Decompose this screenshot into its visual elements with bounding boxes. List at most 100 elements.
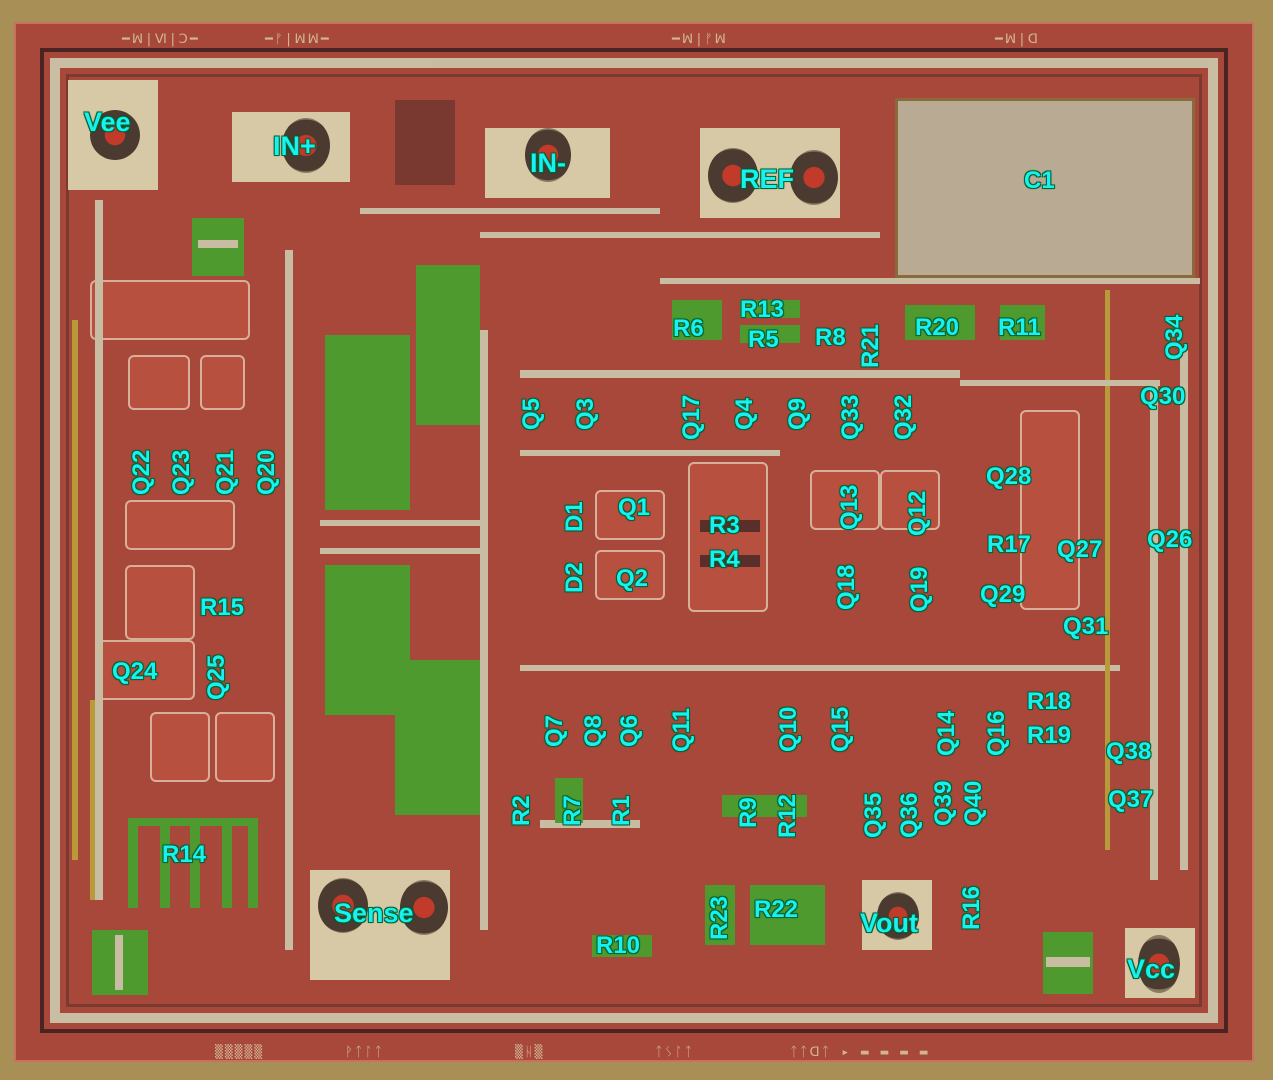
bond-vcc [1138,935,1180,993]
resistor-r22-body [750,885,825,945]
metal-trace [95,200,103,900]
label-q1: Q1 [618,494,651,521]
label-q28: Q28 [986,463,1032,490]
metal-trace [660,278,1200,284]
resistor-r5-body [740,325,800,343]
transistor-well [125,565,195,640]
guard-ring-inner [66,74,1202,1007]
label-pad-vout: Vout [860,908,918,938]
resistor-r11-body [1000,305,1045,340]
label-r4: R4 [709,546,740,573]
label-d1: D1 [561,501,588,532]
label-q9: Q9 [784,397,811,430]
label-r16: R16 [958,885,985,930]
bond-in-plus [282,118,330,173]
resistor-r9-r12-body [722,795,807,817]
label-pad-vee: Vee [84,107,131,137]
bond-vout [877,892,919,940]
transistor-q1-well [595,490,665,540]
label-q21: Q21 [212,449,239,495]
label-pad-ref: REF [740,164,794,194]
label-r15: R15 [200,594,245,621]
resistor-r13-body [740,300,800,318]
transistor-q2-well [595,550,665,600]
resistor-r14-segment [128,818,138,908]
metal-trace [520,665,1120,671]
label-q30: Q30 [1140,383,1186,410]
output-device-bottom-right [395,660,480,815]
label-q7: Q7 [541,714,568,747]
output-device-top-left [325,335,410,510]
resistor-r14-segment [222,818,232,908]
label-q25: Q25 [203,654,230,700]
label-q37: Q37 [1108,786,1154,813]
metal-trace [320,548,480,554]
label-q33: Q33 [837,394,864,440]
label-r14: R14 [162,841,207,868]
label-q11: Q11 [668,707,695,752]
label-q36: Q36 [896,792,923,838]
label-q22: Q22 [128,449,155,495]
transistor-q27-well [1020,410,1080,610]
bond-in-minus [525,128,571,182]
label-r11: R11 [998,314,1041,341]
metal-trace [520,450,780,456]
label-r9: R9 [735,797,762,828]
device-well [125,500,235,550]
die-marking-bottom-1: ▒▒▒▒▒ [215,1045,265,1060]
resistor-r14-segment [190,818,200,908]
label-q24: Q24 [112,658,158,685]
metal-trace [430,60,1210,68]
resistor-r14-segment [160,818,170,908]
metal-trace [1180,350,1188,870]
label-q20: Q20 [253,449,280,495]
label-q26: Q26 [1147,526,1193,553]
label-pad-in-plus: IN+ [273,131,316,161]
label-pad-in-minus: IN- [530,148,566,178]
bond-vee [90,110,140,160]
die-marking-top-right: ━ꟽ|ᚠꟽ [672,32,728,47]
label-q17: Q17 [678,394,705,440]
label-r2: R2 [508,795,535,826]
label-q14: Q14 [933,710,960,756]
label-q2: Q2 [616,565,649,592]
label-q38: Q38 [1106,738,1152,765]
die-marking-bottom-3: ▒ᚺ▒ [515,1045,545,1060]
label-r8: R8 [815,324,846,351]
transistor-well [128,355,190,410]
gold-trace [1105,290,1110,850]
label-r18: R18 [1027,688,1072,715]
label-q19: Q19 [906,566,933,612]
bond-sense-2 [400,880,448,935]
metal-trace [520,370,960,378]
metal-trace [480,232,880,238]
label-d2: D2 [561,562,588,593]
label-r5: R5 [748,326,779,353]
metal-trace [285,250,293,950]
label-r3: R3 [709,512,740,539]
label-r6: R6 [673,315,704,342]
label-q16: Q16 [983,710,1010,756]
transistor-well [215,712,275,782]
metal-trace [540,820,640,828]
resistor-r23-body [705,885,735,945]
metal-trace [1150,380,1158,880]
gold-trace [90,700,95,900]
label-r10: R10 [596,932,641,959]
die-marking-bottom-4: ᛏᛊᛚᛏ [655,1045,695,1060]
label-r21: R21 [857,323,884,368]
bond-sense-1 [318,878,368,933]
label-q6: Q6 [616,714,643,747]
label-q35: Q35 [860,792,887,838]
die-marking-bottom-5: ᛏᛏᗡᛏ ▸ ▬ ▬ ▬ ▬ [790,1045,930,1060]
label-q10: Q10 [775,706,802,752]
label-r22: R22 [754,896,799,923]
label-q40: Q40 [960,780,987,826]
label-c1: C1 [1024,167,1055,194]
resistor-contact [115,935,123,990]
resistor-r3-body [700,520,760,532]
resistor-r20-body [905,305,975,340]
label-r23: R23 [706,895,733,940]
label-q13: Q13 [836,484,863,530]
label-q5: Q5 [518,397,545,430]
